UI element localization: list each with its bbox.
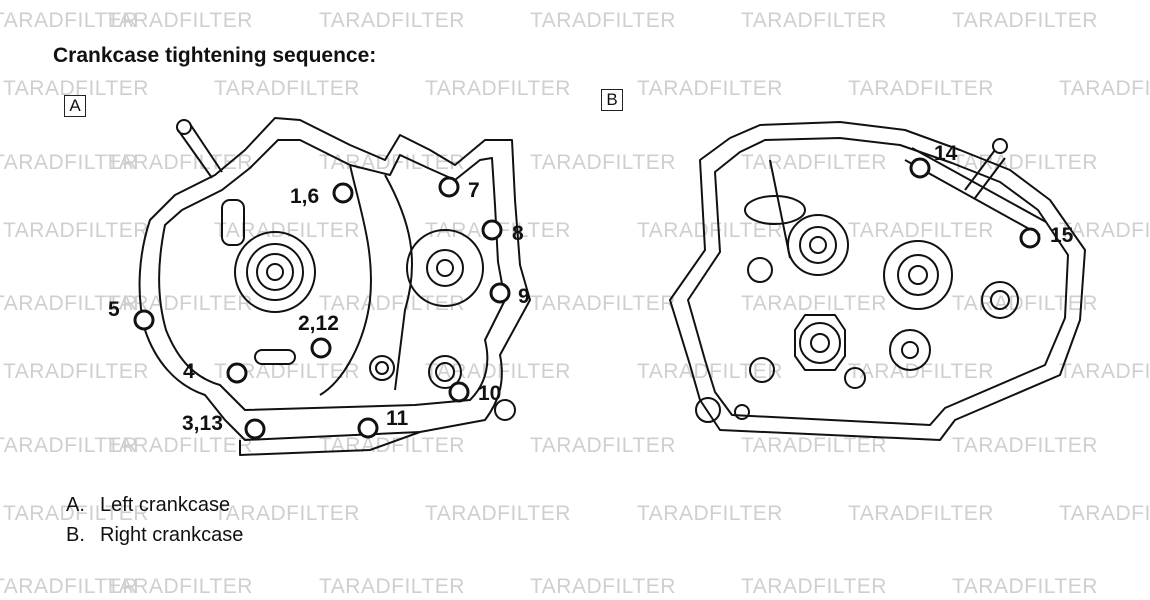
callout-3-13: 3,13 xyxy=(182,412,223,435)
callout-10: 10 xyxy=(478,382,501,405)
legend-key: A. xyxy=(66,494,85,516)
panel-a-label: A xyxy=(64,95,86,117)
legend: A. Left crankcase B. Right crankcase xyxy=(66,490,243,550)
diagram-title: Crankcase tightening sequence: xyxy=(53,44,377,67)
legend-text: Left crankcase xyxy=(100,494,231,516)
legend-item-a: A. Left crankcase xyxy=(66,490,243,520)
callout-15: 15 xyxy=(1050,224,1074,247)
legend-item-b: B. Right crankcase xyxy=(66,520,243,550)
callout-9: 9 xyxy=(518,285,530,308)
callout-7: 7 xyxy=(468,179,480,202)
callout-8: 8 xyxy=(512,222,524,245)
callout-2-12: 2,12 xyxy=(298,312,339,335)
callout-14: 14 xyxy=(934,142,958,165)
legend-text: Right crankcase xyxy=(100,524,244,546)
panel-b-label: B xyxy=(601,89,623,111)
callout-11: 11 xyxy=(386,407,409,430)
callout-1-6: 1,6 xyxy=(290,185,319,208)
callout-4: 4 xyxy=(183,360,195,383)
legend-key: B. xyxy=(66,524,85,546)
callout-5: 5 xyxy=(108,298,120,321)
